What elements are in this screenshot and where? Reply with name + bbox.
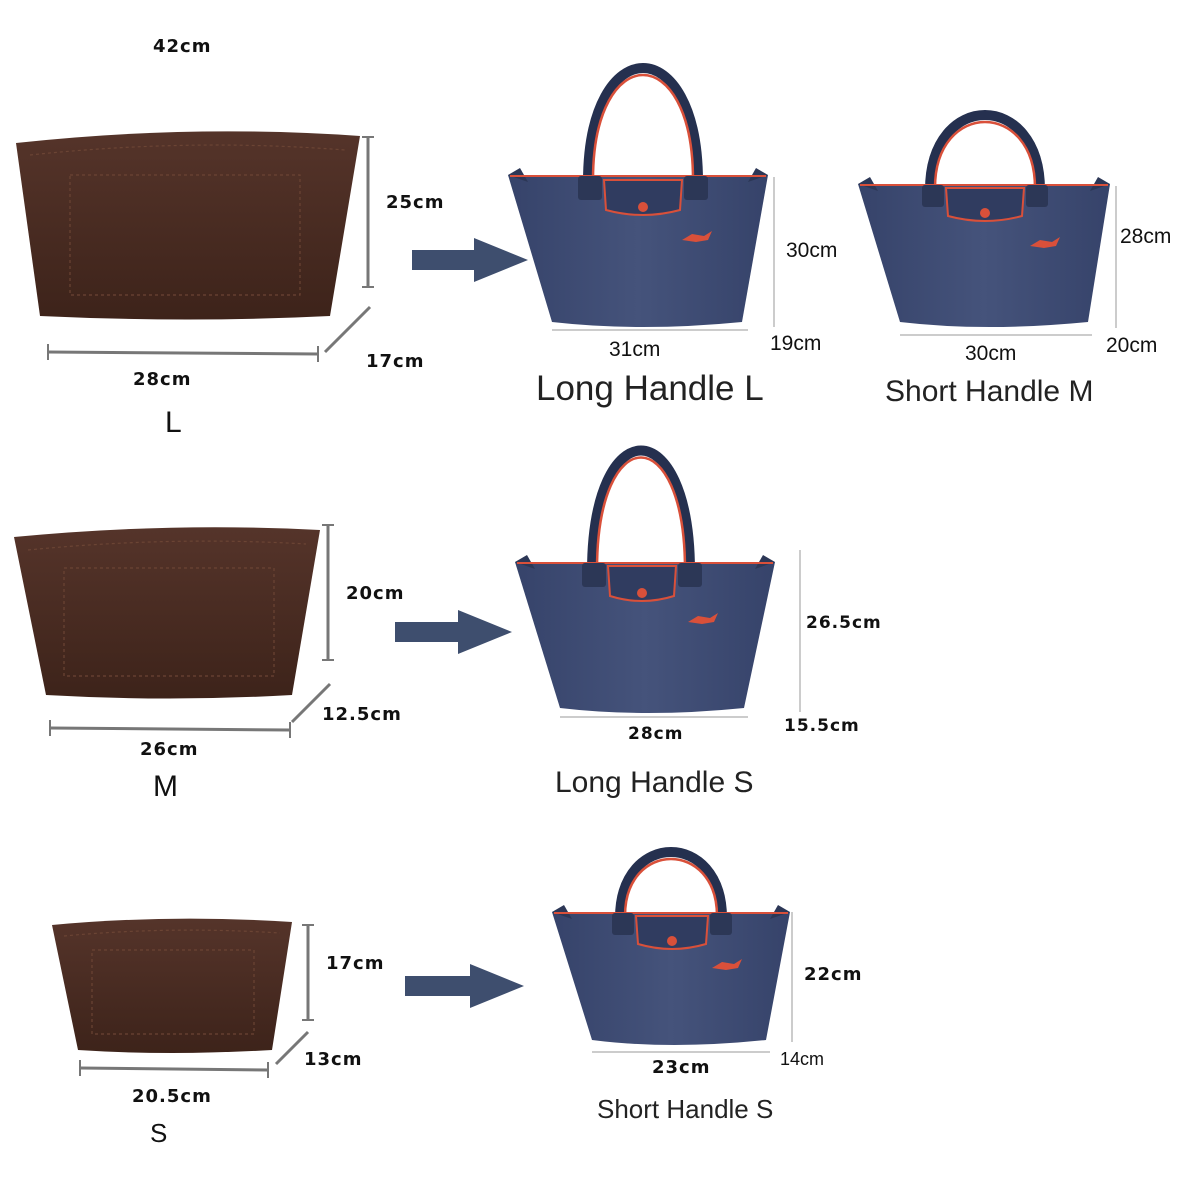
bag-handle: [583, 63, 703, 183]
insert-l-depth-guide: [323, 305, 372, 354]
insert-s-bottom-width: 20.5cm: [132, 1086, 212, 1107]
insert-m-body: [14, 527, 320, 699]
insert-s-depth-guide: [274, 1030, 310, 1066]
bag-body: [858, 184, 1110, 327]
bag-handle: [615, 847, 727, 919]
insert-size-label-l: L: [165, 406, 182, 439]
short-handle-s-height: 22cm: [804, 964, 863, 985]
long-handle-l-depth: 19cm: [770, 332, 822, 355]
bag-body: [515, 562, 775, 713]
bag-snap: [980, 208, 990, 218]
long-handle-s-depth: 15.5cm: [784, 716, 860, 736]
long-handle-s-width: 28cm: [628, 724, 684, 744]
bag-name-long-handle-l: Long Handle L: [536, 369, 764, 408]
bag-flap: [944, 187, 1026, 222]
bag-handle: [587, 445, 695, 573]
horse-logo-icon: [688, 613, 718, 624]
insert-m: [14, 527, 320, 699]
long-handle-l-height: 30cm: [786, 239, 838, 262]
insert-l-bottom-width: 28cm: [133, 369, 192, 390]
short-handle-s-depth: 14cm: [780, 1049, 825, 1069]
short-handle-m-depth: 20cm: [1106, 334, 1158, 357]
insert-s-body: [52, 918, 292, 1053]
insert-size-label-s: S: [150, 1118, 168, 1148]
insert-l-width-guide: [47, 350, 319, 356]
insert-l-top-width: 42cm: [153, 36, 212, 57]
bag-name-short-handle-m: Short Handle M: [885, 375, 1094, 408]
short-handle-m-width: 30cm: [965, 342, 1017, 365]
insert-m-height: 20cm: [346, 583, 405, 604]
bag-snap: [667, 936, 677, 946]
insert-s-pocket: [91, 949, 255, 1035]
arrow-icon: [412, 238, 528, 282]
bag-snap: [637, 588, 647, 598]
bag-short-handle-m: [858, 110, 1110, 327]
insert-size-label-m: M: [153, 770, 178, 803]
bag-name-short-handle-s: Short Handle S: [597, 1094, 774, 1124]
insert-l-depth: 17cm: [366, 351, 425, 372]
bag-flap: [606, 565, 678, 602]
bag-name-long-handle-s: Long Handle S: [555, 766, 754, 799]
bag-handle: [925, 110, 1045, 191]
arrow-icon: [395, 610, 512, 654]
arrow-icon: [405, 964, 524, 1008]
insert-l-pocket: [69, 174, 301, 296]
insert-s-depth: 13cm: [304, 1049, 363, 1070]
bag-flap: [634, 915, 710, 950]
short-handle-m-height: 28cm: [1120, 225, 1172, 248]
bag-long-handle-l: [508, 63, 768, 327]
long-handle-s-height: 26.5cm: [806, 613, 882, 633]
short-handle-s-width: 23cm: [652, 1057, 711, 1078]
insert-s: [52, 918, 292, 1053]
insert-l: [16, 131, 360, 320]
bag-body: [552, 912, 790, 1045]
horse-logo-icon: [682, 231, 712, 242]
insert-l-height: 25cm: [386, 192, 445, 213]
bag-flap: [602, 179, 684, 216]
horse-logo-icon: [1030, 237, 1060, 248]
bag-short-handle-s: [552, 847, 790, 1045]
insert-s-width-guide: [79, 1066, 269, 1072]
insert-m-depth-guide: [290, 682, 332, 724]
insert-m-depth: 12.5cm: [322, 704, 402, 725]
bag-body: [508, 175, 768, 327]
bag-long-handle-s: [515, 445, 775, 713]
long-handle-l-width: 31cm: [609, 338, 661, 361]
insert-l-body: [16, 131, 360, 320]
insert-m-pocket: [63, 567, 275, 677]
insert-s-height: 17cm: [326, 953, 385, 974]
horse-logo-icon: [712, 959, 742, 970]
insert-m-bottom-width: 26cm: [140, 739, 199, 760]
insert-m-width-guide: [49, 726, 291, 732]
bag-snap: [638, 202, 648, 212]
